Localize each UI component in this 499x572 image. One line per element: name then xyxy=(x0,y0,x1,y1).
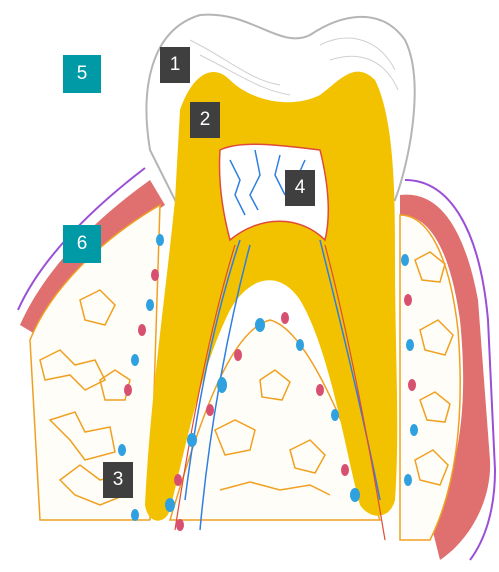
marker-6: 6 xyxy=(63,225,101,263)
marker-3: 3 xyxy=(103,462,133,498)
marker-2: 2 xyxy=(190,102,220,138)
marker-1: 1 xyxy=(160,47,190,83)
marker-4: 4 xyxy=(285,170,315,206)
marker-5: 5 xyxy=(63,55,101,93)
